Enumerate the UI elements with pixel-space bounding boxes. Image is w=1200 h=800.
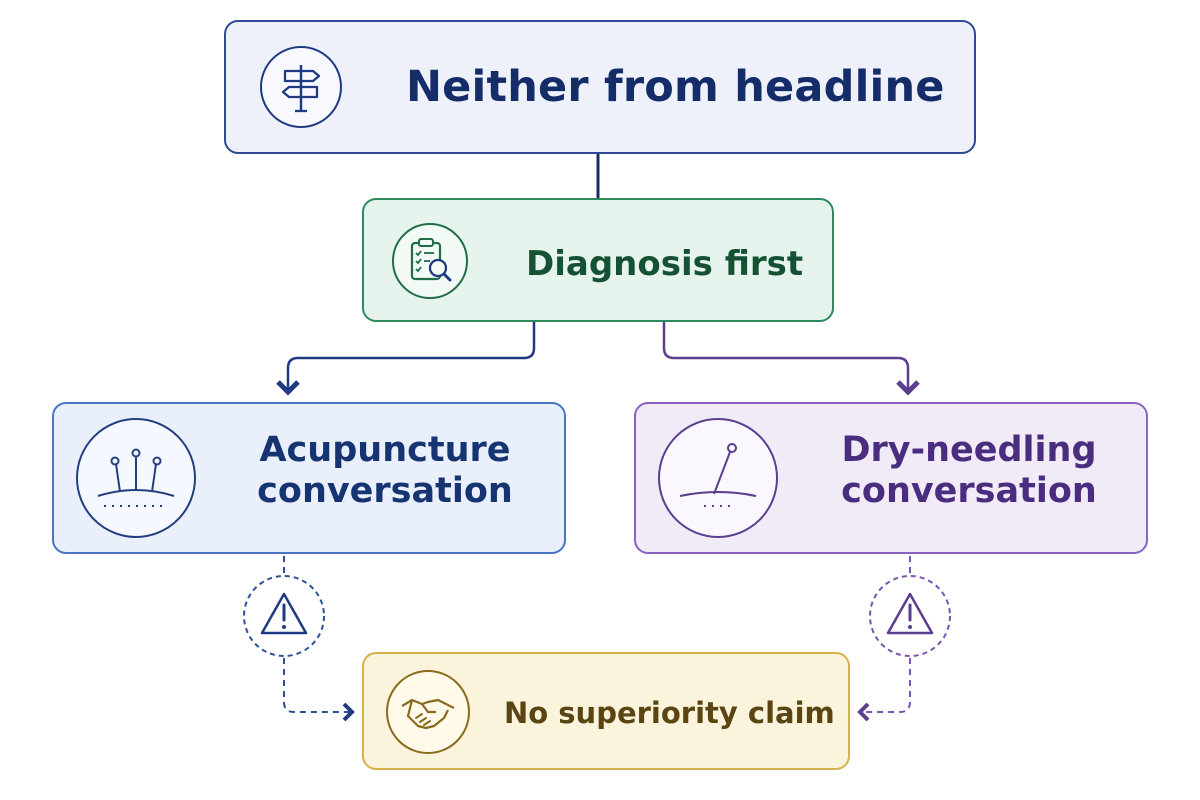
node-dry-needling-conversation: Dry-needling conversation	[634, 402, 1148, 554]
dry-needle-icon	[658, 418, 778, 538]
connector-diagnosis-to-acupuncture	[276, 322, 536, 396]
node-label: Neither from headline	[406, 62, 945, 112]
node-label: No superiority claim	[504, 696, 835, 730]
node-label-line1: Acupuncture	[259, 430, 511, 470]
connector-diagnosis-to-dry-needling	[662, 322, 920, 396]
node-label-line2: conversation	[257, 471, 513, 512]
node-label-line1: Dry-needling	[841, 430, 1097, 470]
node-label: Diagnosis first	[526, 244, 804, 284]
node-no-superiority-claim: No superiority claim	[362, 652, 850, 770]
node-label: Dry-needling conversation	[824, 430, 1114, 513]
node-diagnosis-first: Diagnosis first	[362, 198, 834, 322]
node-label: Acupuncture conversation	[250, 430, 520, 513]
connector-dry-needling-to-no-superiority	[860, 556, 911, 712]
node-acupuncture-conversation: Acupuncture conversation	[52, 402, 566, 554]
signpost-icon	[260, 46, 342, 128]
handshake-icon	[386, 670, 470, 754]
node-label-line2: conversation	[841, 471, 1097, 512]
acupuncture-needles-icon	[76, 418, 196, 538]
warning-triangle-icon	[243, 575, 325, 657]
connector-acupuncture-to-no-superiority	[283, 556, 352, 712]
warning-triangle-icon	[869, 575, 951, 657]
node-neither-from-headline: Neither from headline	[224, 20, 976, 154]
clipboard-search-icon	[392, 223, 468, 299]
